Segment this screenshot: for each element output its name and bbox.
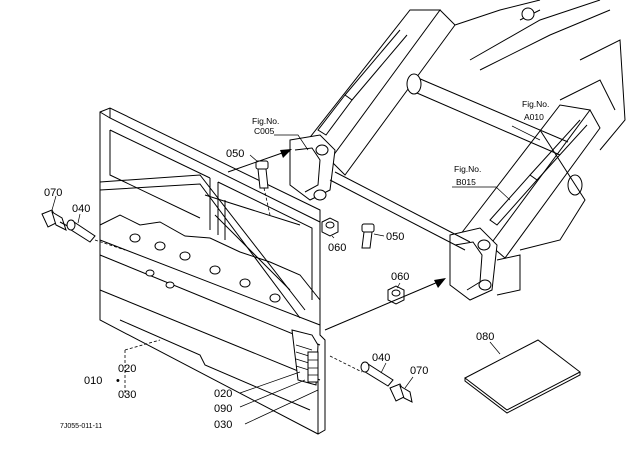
attachment-frame [99, 107, 326, 435]
figure-references: Fig.No. C005 Fig.No. A010 Fig.No. B015 [252, 99, 549, 187]
leader-lines [51, 125, 541, 425]
label-020[interactable]: 020 [214, 388, 232, 400]
drawing-code: 7J055-011-11 [60, 423, 102, 430]
label-050-upper[interactable]: 050 [226, 148, 244, 160]
label-060-upper[interactable]: 060 [328, 242, 346, 254]
label-030[interactable]: 030 [214, 419, 232, 431]
bullet-dot: • [116, 375, 120, 387]
bolt-070-right [389, 383, 413, 403]
label-060-lower[interactable]: 060 [391, 271, 409, 283]
loader-arms [289, 0, 626, 301]
bolt-050-lower [361, 223, 375, 249]
label-050-lower[interactable]: 050 [386, 231, 404, 243]
nut-060-upper [321, 217, 339, 237]
label-080[interactable]: 080 [476, 331, 494, 343]
assembly-arrows [227, 149, 446, 331]
label-070-right[interactable]: 070 [410, 365, 428, 377]
label-040-right[interactable]: 040 [372, 352, 390, 364]
label-040-left[interactable]: 040 [72, 203, 90, 215]
label-090[interactable]: 090 [214, 403, 232, 415]
nut-060-lower [387, 285, 405, 305]
ref-b015-code[interactable]: B015 [456, 177, 476, 187]
label-010[interactable]: 010 [84, 375, 102, 387]
label-070-left[interactable]: 070 [44, 187, 62, 199]
ref-c005-fig: Fig.No. [252, 116, 279, 126]
ref-c005-code[interactable]: C005 [254, 126, 275, 136]
manual-080 [464, 339, 581, 414]
ref-a010-fig: Fig.No. [522, 99, 549, 109]
label-030-group[interactable]: 030 [118, 389, 136, 401]
pin-040-right [329, 355, 394, 387]
ref-b015-fig: Fig.No. [454, 164, 481, 174]
pin-040-left [66, 219, 126, 251]
ref-a010-code[interactable]: A010 [524, 112, 544, 122]
bolt-050-upper [255, 160, 271, 216]
part-labels: 070 040 050 060 050 060 040 070 080 010 … [44, 148, 494, 431]
bolt-070-left [41, 209, 76, 231]
label-020-group[interactable]: 020 [118, 363, 136, 375]
